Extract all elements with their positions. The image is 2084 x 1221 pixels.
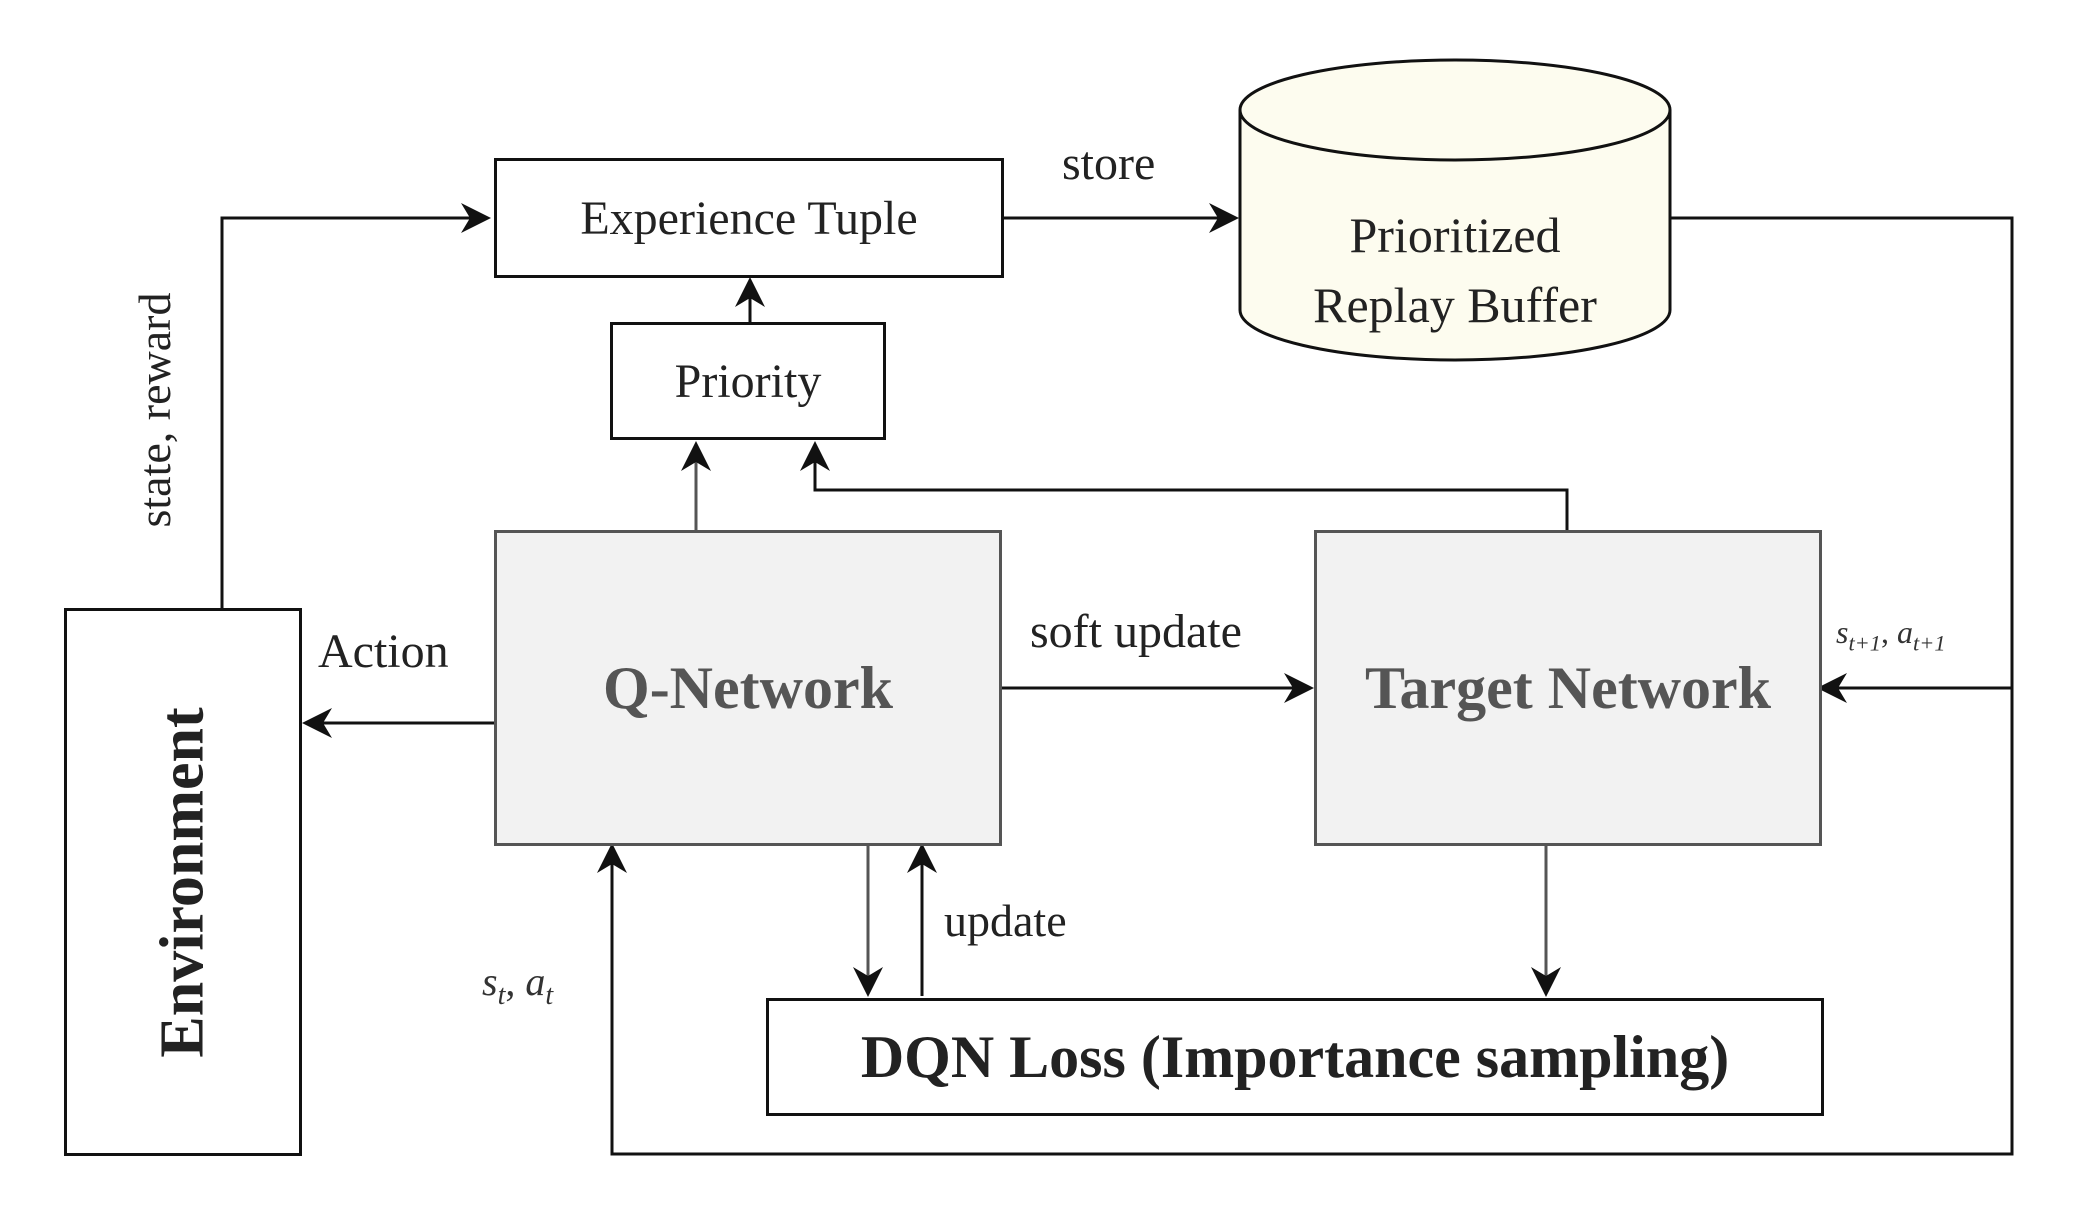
environment-box: Environment [64, 608, 302, 1156]
replay-buffer-label-line2: Replay Buffer [1313, 277, 1597, 333]
experience-tuple-box: Experience Tuple [494, 158, 1004, 278]
st1-at1-label: st+1, at+1 [1836, 614, 1946, 656]
environment-label: Environment [148, 706, 217, 1058]
replay-buffer-label-line1: Prioritized [1349, 207, 1561, 263]
dqn-loss-box: DQN Loss (Importance sampling) [766, 998, 1824, 1116]
replay-buffer-cylinder [1238, 58, 1672, 362]
state-reward-label: state, reward [129, 292, 180, 528]
soft-update-label: soft update [1030, 605, 1242, 658]
dqn-loss-label: DQN Loss (Importance sampling) [860, 1023, 1730, 1090]
priority-label: Priority [674, 354, 822, 408]
edge-buffer-to-target [1670, 216, 2014, 703]
store-label: store [1062, 137, 1156, 190]
st-at-label: st, at [482, 959, 554, 1011]
replay-buffer-label: Prioritized Replay Buffer [1240, 200, 1670, 340]
q-network-label: Q-Network [603, 654, 893, 721]
target-network-box: Target Network [1314, 530, 1822, 846]
priority-box: Priority [610, 322, 886, 440]
q-network-box: Q-Network [494, 530, 1002, 846]
edge-buffer-to-qnet [597, 688, 2014, 1156]
action-label: Action [318, 625, 449, 678]
edge-state-reward [220, 203, 491, 608]
edge-target-to-priority [800, 441, 1569, 530]
update-label: update [944, 895, 1067, 946]
target-network-label: Target Network [1364, 654, 1772, 721]
experience-tuple-label: Experience Tuple [580, 191, 918, 245]
